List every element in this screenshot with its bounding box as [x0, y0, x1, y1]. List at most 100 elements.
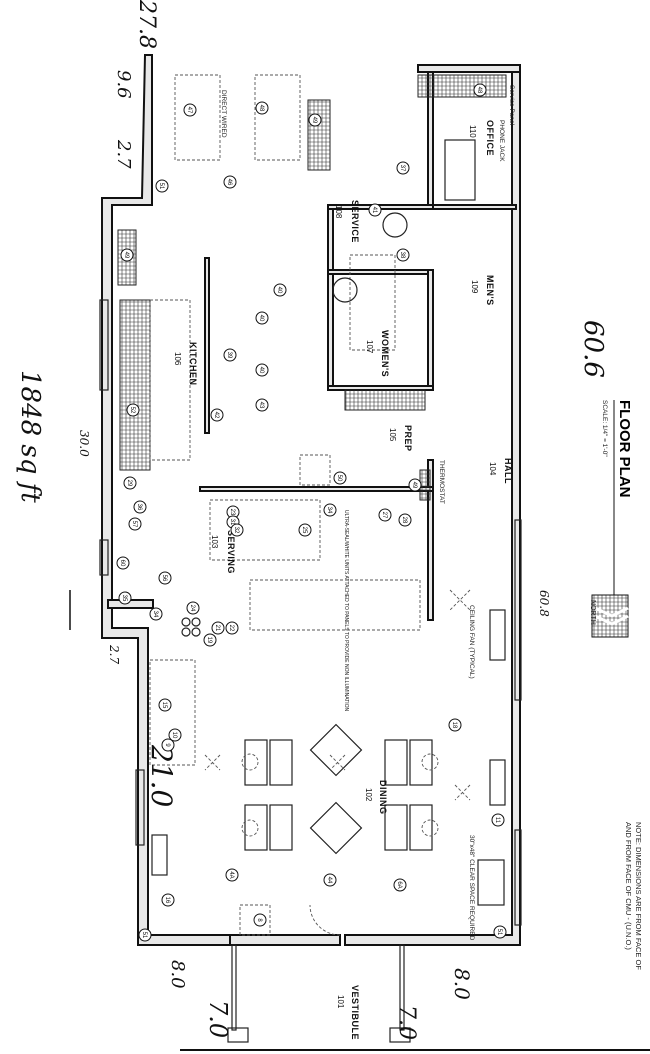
room-number-womens: 107 [365, 340, 374, 354]
tag-number: 51 [496, 929, 502, 936]
tag-number: 43 [258, 402, 264, 409]
hand-dimension: 7.0 [394, 1005, 419, 1040]
equipment-tag: 49 [120, 248, 134, 262]
tag-number: 8 [256, 918, 262, 922]
equipment-tag: 35 [118, 591, 132, 605]
room-womens: WOMEN'S [380, 330, 390, 377]
equipment-tag: 18 [448, 718, 462, 732]
room-number-office: 110 [468, 125, 477, 138]
equipment-tag: 51 [493, 925, 507, 939]
tag-bubble [323, 873, 337, 887]
tag-number: 46 [226, 179, 232, 186]
equipment-tag: 48 [255, 101, 269, 115]
tag-bubble [168, 728, 182, 742]
tag-bubble [408, 478, 422, 492]
tag-number: 52 [129, 407, 135, 414]
room-number-mens: 109 [470, 280, 479, 294]
booth-table-left-1 [244, 739, 293, 786]
tag-number: 48 [476, 87, 482, 94]
tag-number: 49 [123, 252, 129, 259]
dining-furniture [151, 609, 506, 936]
tag-number: 40 [258, 315, 264, 322]
hand-area: 1848 sq ft [15, 370, 45, 503]
tag-number: 40 [258, 367, 264, 374]
room-number-prep: 105 [388, 428, 397, 442]
tag-bubble [211, 621, 225, 635]
tag-bubble [126, 403, 140, 417]
exterior-walls [99, 54, 650, 1051]
tag-number: 50 [336, 475, 342, 482]
tag-bubble [378, 508, 392, 522]
tag-bubble [368, 203, 382, 217]
booth-table-right-2 [384, 804, 433, 851]
tag-bubble [133, 500, 147, 514]
tag-number: 29 [126, 480, 132, 487]
tag-number: 40 [276, 287, 282, 294]
tag-bubble [230, 523, 244, 537]
tag-bubble [273, 283, 287, 297]
tag-bubble [473, 83, 487, 97]
tag-number: 15 [161, 702, 167, 709]
room-number-hall: 104 [488, 462, 497, 476]
tag-number: 31 [229, 519, 235, 526]
room-number-vestibule: 101 [336, 995, 345, 1009]
equipment-tag: 57 [128, 517, 142, 531]
tag-bubble [298, 523, 312, 537]
equipment-tag: 49 [408, 478, 422, 492]
room-number-kitchen: 106 [173, 352, 182, 366]
hand-dimension: 2.7 [107, 644, 121, 664]
ultra-seal-note: ULTRA-SEAL/WHITE UNITS ATTACHED TO PANEL… [343, 510, 349, 712]
equipment-tag: 34 [149, 607, 163, 621]
equipment-blocks [117, 74, 507, 766]
equipment-tag: 9 [161, 738, 175, 752]
tag-number: 35 [121, 595, 127, 602]
note-line-1: NOTE: DIMENSIONS ARE FROM FACE OF [634, 822, 643, 970]
booth-table-left-2 [244, 804, 293, 851]
equipment-tag: 36 [133, 500, 147, 514]
room-number-serving: 103 [210, 535, 219, 549]
equipment-tag: 46 [223, 175, 237, 189]
tag-number: 48 [258, 105, 264, 112]
equipment-tag: 34 [323, 503, 337, 517]
note-line-2: AND FROM FACE OF CMU - (U.N.O.) [624, 822, 633, 950]
phone-jack-note: PHONE JACK [498, 120, 505, 162]
tag-number: 21 [214, 625, 220, 632]
tag-number: 60 [119, 560, 125, 567]
tag-number: 22 [228, 625, 234, 632]
tag-number: 49 [411, 482, 417, 489]
equipment-tag: 32 [230, 523, 244, 537]
tag-bubble [155, 179, 169, 193]
equipment-tag: 40 [255, 311, 269, 325]
room-hall: HALL [503, 458, 513, 484]
room-office: OFFICE [485, 120, 495, 156]
equipment-tag: 47 [183, 103, 197, 117]
room-vestibule: VESTIBULE [350, 985, 360, 1040]
hand-dimension: 8.0 [450, 968, 474, 1000]
tag-number: 6A [396, 881, 402, 888]
booth-table-right-1 [384, 739, 433, 786]
tag-number: 23 [229, 509, 235, 516]
equipment-tag: 15 [158, 698, 172, 712]
tag-number: 47 [186, 107, 192, 114]
equipment-tag: 44 [323, 873, 337, 887]
tag-bubble [225, 621, 239, 635]
tag-bubble [186, 601, 200, 615]
equipment-tag: 16 [161, 893, 175, 907]
tag-number: 34 [326, 507, 332, 514]
tag-bubble [223, 348, 237, 362]
equipment-tag: 21 [211, 621, 225, 635]
tag-bubble [120, 248, 134, 262]
tag-bubble [158, 571, 172, 585]
clear-space-note: 30"x48" CLEAR SPACE REQUIRED [468, 835, 475, 941]
tag-number: 42 [213, 412, 219, 419]
tag-number: 41 [371, 207, 377, 214]
tag-bubble [493, 925, 507, 939]
tag-number: 10 [171, 732, 177, 739]
equipment-tag: 42 [210, 408, 224, 422]
tag-bubble [225, 868, 239, 882]
hand-dimension: 27.8 [134, 0, 159, 49]
hand-dimension: 60.6 [578, 320, 608, 378]
equipment-tag: 51 [138, 928, 152, 942]
